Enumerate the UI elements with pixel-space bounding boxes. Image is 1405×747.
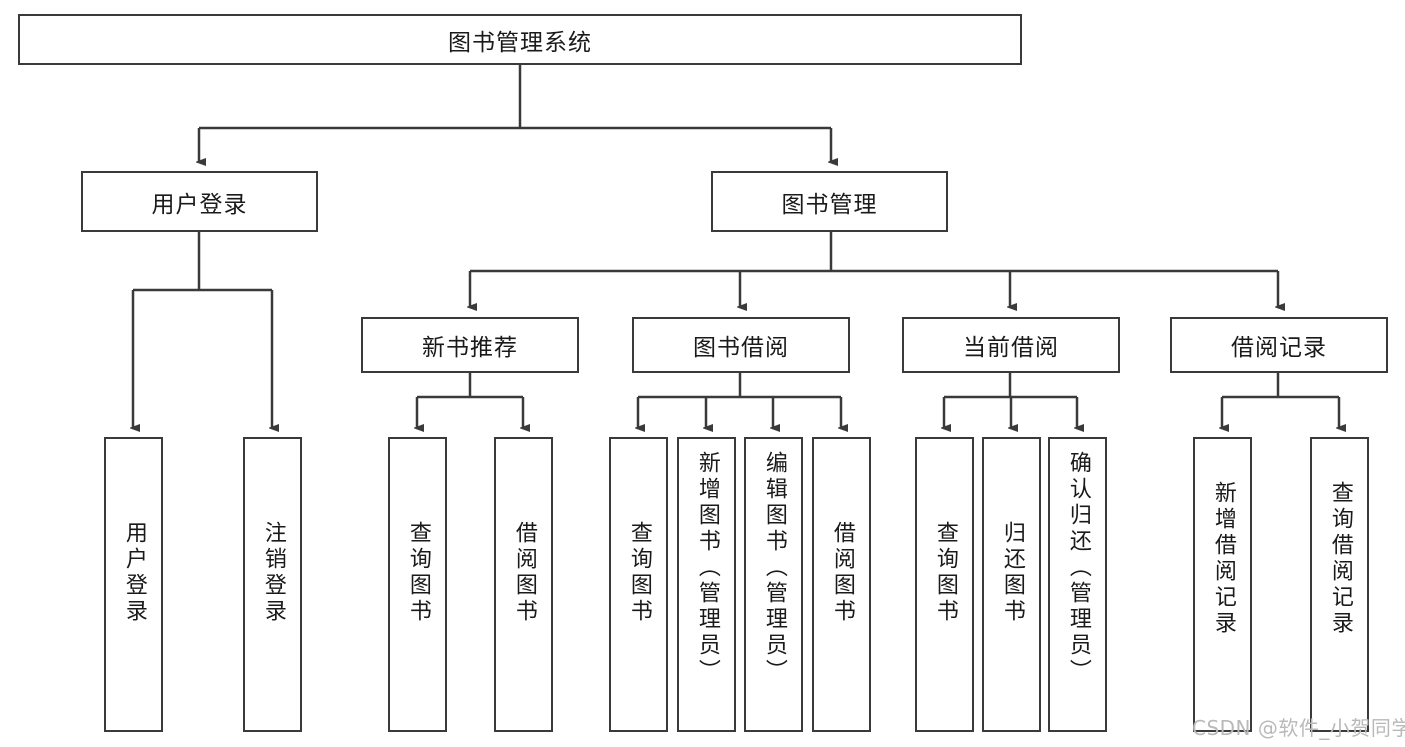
node-new-book-recommend[interactable]: 新书推荐 [361, 317, 579, 373]
leaf-borrow-book-recommend[interactable]: 借阅图书 [494, 437, 553, 732]
leaf-confirm-return-admin[interactable]: 确认归还（管理员） [1048, 437, 1107, 732]
leaf-edit-book-admin-label: 编辑图书（管理员） [761, 451, 787, 685]
node-current-borrow-label: 当前借阅 [963, 335, 1059, 361]
node-new-book-recommend-label: 新书推荐 [422, 335, 518, 361]
leaf-borrow-book[interactable]: 借阅图书 [812, 437, 871, 732]
leaf-edit-book-admin[interactable]: 编辑图书（管理员） [744, 437, 803, 732]
leaf-logout-label: 注销登录 [260, 521, 286, 625]
node-current-borrow[interactable]: 当前借阅 [902, 317, 1120, 373]
leaf-add-book-admin-label: 新增图书（管理员） [694, 451, 720, 685]
node-book-management-label: 图书管理 [781, 191, 878, 218]
node-book-management[interactable]: 图书管理 [711, 171, 948, 232]
leaf-logout[interactable]: 注销登录 [243, 437, 302, 732]
node-borrow-record-label: 借阅记录 [1231, 335, 1327, 361]
leaf-borrow-book-recommend-label: 借阅图书 [511, 521, 537, 625]
node-book-borrow[interactable]: 图书借阅 [632, 317, 850, 373]
leaf-query-book-current[interactable]: 查询图书 [915, 437, 974, 732]
leaf-query-book-recommend-label: 查询图书 [405, 521, 431, 625]
node-user-login[interactable]: 用户登录 [81, 171, 318, 232]
leaf-query-book-recommend[interactable]: 查询图书 [388, 437, 447, 732]
node-book-borrow-label: 图书借阅 [693, 335, 789, 361]
node-borrow-record[interactable]: 借阅记录 [1170, 317, 1388, 373]
leaf-confirm-return-admin-label: 确认归还（管理员） [1065, 451, 1091, 685]
root-node-label: 图书管理系统 [448, 29, 592, 56]
leaf-add-borrow-record-label: 新增借阅记录 [1210, 481, 1236, 637]
leaf-add-borrow-record[interactable]: 新增借阅记录 [1193, 437, 1252, 732]
root-node-book-management-system[interactable]: 图书管理系统 [18, 14, 1022, 65]
leaf-add-book-admin[interactable]: 新增图书（管理员） [677, 437, 736, 732]
csdn-watermark: CSDN @软件_小贺同学 [1192, 716, 1405, 740]
leaf-return-book-label: 归还图书 [999, 521, 1025, 625]
leaf-query-borrow-record[interactable]: 查询借阅记录 [1310, 437, 1369, 732]
leaf-user-login[interactable]: 用户登录 [104, 437, 163, 732]
leaf-query-book-borrow[interactable]: 查询图书 [609, 437, 668, 732]
leaf-borrow-book-label: 借阅图书 [829, 521, 855, 625]
leaf-user-login-label: 用户登录 [121, 521, 147, 625]
node-user-login-label: 用户登录 [151, 191, 248, 218]
leaf-query-book-current-label: 查询图书 [932, 521, 958, 625]
leaf-query-book-borrow-label: 查询图书 [626, 521, 652, 625]
leaf-return-book[interactable]: 归还图书 [982, 437, 1041, 732]
leaf-query-borrow-record-label: 查询借阅记录 [1327, 481, 1353, 637]
